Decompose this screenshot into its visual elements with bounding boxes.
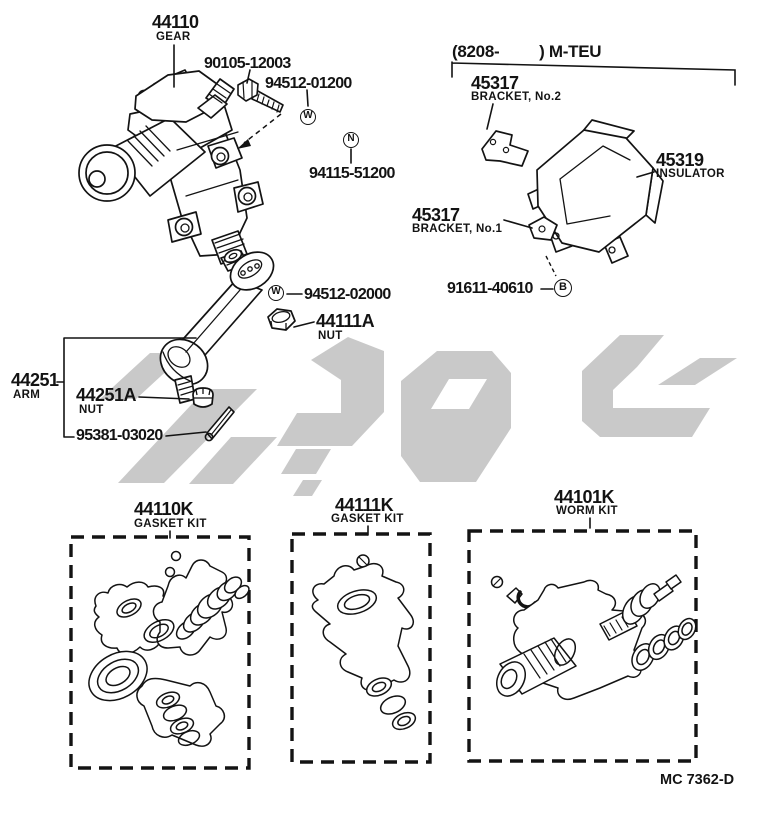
sector-nut-drawing	[267, 308, 296, 331]
washer-marker-n: N	[343, 132, 359, 148]
part-name-gasket-kit1: GASKET KIT	[134, 518, 207, 530]
part-number-arm-nut: 44251A	[76, 385, 137, 405]
cotter-pin-drawing	[204, 406, 235, 442]
part-name-bracket2: BRACKET, No.2	[471, 91, 562, 103]
washer-marker-w2: W	[268, 285, 284, 301]
part-number-washer-n: 94115-51200	[309, 165, 395, 182]
part-number-bolt: 90105-12003	[204, 55, 291, 72]
gasket-kit2-drawing	[311, 554, 417, 731]
part-name-insulator: INSULATOR	[656, 168, 725, 180]
gasket-kit1-box	[69, 535, 251, 770]
part-number-gear: 44110	[152, 12, 199, 32]
part-name-bracket1: BRACKET, No.1	[412, 223, 503, 235]
bracket-no2-drawing	[481, 130, 529, 167]
castle-nut-drawing	[192, 387, 214, 408]
part-number-bolt-b: 91611-40610	[447, 280, 533, 297]
steering-gear-drawing	[78, 69, 264, 272]
part-name-worm-kit: WORM KIT	[556, 505, 618, 517]
watermark-logo	[100, 335, 737, 496]
gasket-kit2-box	[290, 532, 432, 764]
kit-boxes	[69, 529, 698, 770]
part-number-arm: 44251	[11, 370, 59, 390]
pitman-arm-detail-lines	[162, 252, 263, 396]
part-number-insulator: 45319	[656, 150, 704, 170]
worm-kit-box	[467, 529, 698, 763]
dashed-pointer-arrow	[237, 113, 282, 149]
bolt-marker-b: B	[554, 279, 572, 297]
steering-gear-detail-lines	[127, 83, 253, 266]
part-name-nut: NUT	[318, 330, 343, 342]
gasket-kit1-drawing	[88, 550, 250, 747]
part-name-gear: GEAR	[156, 31, 191, 43]
part-number-bracket2: 45317	[471, 73, 519, 93]
part-number-bracket1: 45317	[412, 205, 460, 225]
bracket-no1-drawing	[528, 216, 558, 241]
part-number-worm-kit: 44101K	[554, 487, 615, 507]
part-name-arm: ARM	[13, 389, 41, 401]
bolt-b-dashed-leader	[545, 255, 557, 277]
worm-kit-drawing	[490, 574, 697, 700]
application-note: (8208- ) M-TEU	[452, 42, 602, 61]
part-name-arm-nut: NUT	[79, 404, 104, 416]
bolt-drawing	[237, 78, 284, 113]
part-number-washer-w2: 94512-02000	[304, 286, 391, 303]
part-name-gasket-kit2: GASKET KIT	[331, 513, 404, 525]
part-number-nut: 44111A	[316, 311, 375, 331]
figure-code: MC 7362-D	[660, 772, 735, 788]
washer-marker-w1: W	[300, 109, 316, 125]
part-number-washer-w1: 94512-01200	[265, 75, 352, 92]
part-number-gasket-kit1: 44110K	[134, 499, 194, 519]
part-number-gasket-kit2: 44111K	[335, 495, 394, 515]
part-number-cotter-pin: 95381-03020	[76, 427, 163, 444]
insulator-assembly-drawing	[527, 119, 664, 264]
